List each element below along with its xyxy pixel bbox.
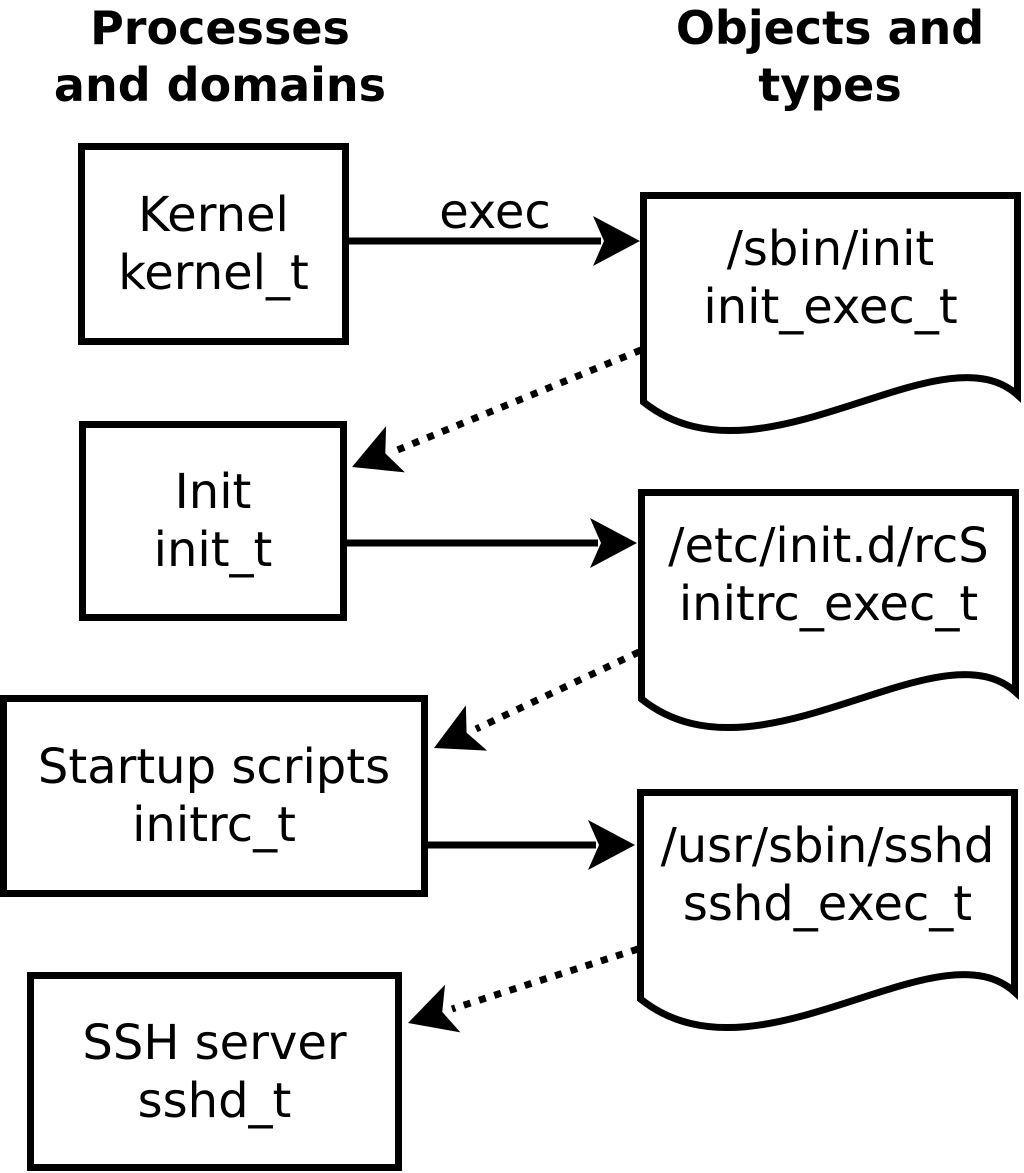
object-type-label: sshd_exec_t — [682, 876, 973, 932]
dotted-arrow-etc-init-d-rcS-to-startup-scripts — [434, 648, 641, 751]
object-type-label: init_exec_t — [703, 279, 958, 335]
column-header-processes-and-domains: Processes and domains — [10, 0, 430, 114]
process-label: Startup scripts — [37, 739, 391, 795]
process-box-startup-scripts: Startup scripts initrc_t — [0, 695, 428, 897]
domain-type-label: kernel_t — [118, 245, 309, 301]
solid-arrow-startup-scripts-to-usr-sbin-sshd — [427, 820, 635, 870]
header-line: and domains — [53, 58, 387, 112]
object-type-label: initrc_exec_t — [678, 576, 979, 632]
dotted-arrow-usr-sbin-sshd-to-ssh-server — [408, 945, 640, 1033]
domain-type-label: init_t — [153, 522, 273, 578]
header-line: Objects and — [675, 1, 985, 55]
column-header-objects-and-types: Objects and types — [640, 0, 1020, 114]
document-shape-icon — [638, 489, 1019, 732]
process-box-init: Init init_t — [79, 421, 347, 621]
object-doc-usr-sbin-sshd: /usr/sbin/sshd sshd_exec_t — [637, 789, 1018, 1037]
document-shape-icon — [637, 789, 1018, 1032]
domain-type-label: initrc_t — [132, 797, 296, 853]
domain-type-label: sshd_t — [137, 1072, 292, 1129]
process-label: SSH server — [82, 1014, 347, 1071]
object-path-label: /sbin/init — [726, 221, 935, 277]
process-label: Kernel — [138, 187, 289, 243]
document-shape-icon — [640, 192, 1021, 435]
object-doc-sbin-init: /sbin/init init_exec_t — [640, 192, 1021, 440]
object-path-label: /etc/init.d/rcS — [668, 518, 989, 574]
solid-arrow-init-to-etc-init-d-rcS — [347, 518, 637, 568]
object-doc-etc-init-d-rcS: /etc/init.d/rcS initrc_exec_t — [638, 489, 1019, 737]
process-box-ssh-server: SSH server sshd_t — [27, 972, 402, 1171]
header-line: Processes — [90, 1, 350, 55]
dotted-arrow-sbin-init-to-init — [352, 346, 643, 473]
object-path-label: /usr/sbin/sshd — [660, 818, 995, 874]
header-line: types — [758, 58, 902, 112]
process-label: Init — [174, 464, 252, 520]
process-box-kernel: Kernel kernel_t — [78, 143, 349, 345]
edge-label-exec: exec — [439, 184, 551, 240]
